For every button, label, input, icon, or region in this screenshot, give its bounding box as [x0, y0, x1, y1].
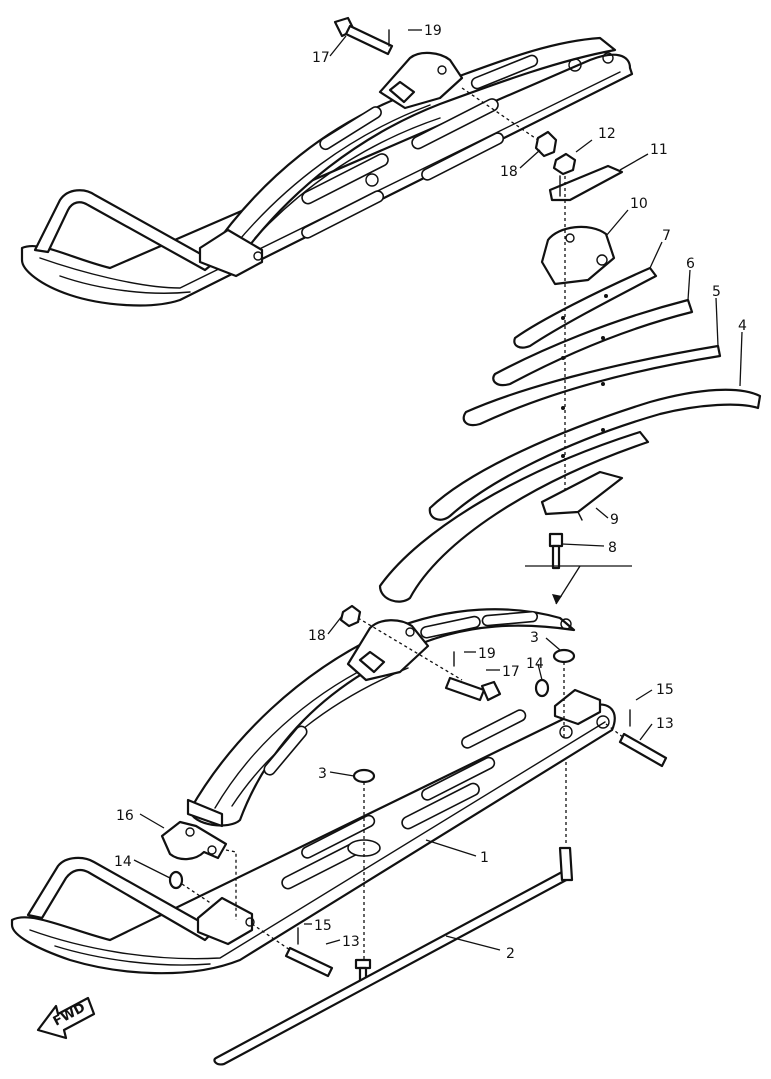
bracket-16 — [160, 820, 228, 861]
leaf-6 — [492, 298, 694, 387]
callout-8: 8 — [608, 540, 617, 556]
callout-6: 6 — [686, 256, 695, 272]
bottom-nut-18 — [339, 604, 362, 628]
callout-labels: 19 17 18 12 11 10 7 6 5 4 9 8 18 3 19 17… — [114, 23, 747, 962]
callout-13-rear: 13 — [656, 716, 674, 732]
bolt-13-rear — [618, 732, 668, 768]
leaf-7 — [513, 266, 658, 349]
bottom-bolt-17 — [444, 676, 502, 702]
callout-17-bottom: 17 — [502, 664, 520, 680]
callout-5: 5 — [712, 284, 721, 300]
clip-11 — [548, 164, 624, 202]
callout-3-mid: 3 — [318, 766, 327, 782]
callout-7: 7 — [662, 228, 671, 244]
callout-15-front: 15 — [314, 918, 332, 934]
bottom-ski-bumper — [26, 856, 217, 942]
plate-9 — [540, 470, 624, 516]
callout-18-top: 18 — [500, 164, 518, 180]
callout-2: 2 — [506, 946, 515, 962]
callout-19-top: 19 — [424, 23, 442, 39]
callout-12: 12 — [598, 126, 616, 142]
top-ski-bumper — [33, 189, 217, 272]
callout-9: 9 — [610, 512, 619, 528]
callout-10: 10 — [630, 196, 648, 212]
leaf-4-main — [428, 388, 762, 521]
callout-11: 11 — [650, 142, 668, 158]
callout-15-rear: 15 — [656, 682, 674, 698]
callout-1: 1 — [480, 850, 489, 866]
washer-14-front — [168, 870, 184, 890]
callout-19-bottom: 19 — [478, 646, 496, 662]
callout-18-bottom: 18 — [308, 628, 326, 644]
bottom-rear-bracket — [553, 688, 602, 726]
nut-12 — [552, 152, 577, 176]
callout-4: 4 — [738, 318, 747, 334]
nut-3-rear — [552, 648, 576, 664]
washer-14-rear — [534, 678, 550, 698]
wear-bar-2 — [213, 870, 572, 1066]
saddle-10 — [540, 225, 616, 286]
bolt-13-front — [284, 946, 334, 978]
callout-13-front: 13 — [342, 934, 360, 950]
top-nut-18 — [534, 130, 558, 158]
fwd-arrow: FWD — [36, 996, 96, 1040]
top-leaf-spring — [208, 36, 617, 260]
spring-stack-exploded — [378, 152, 762, 605]
callout-16: 16 — [116, 808, 134, 824]
nut-3-mid — [352, 768, 376, 784]
leaf-5 — [462, 344, 722, 427]
bottom-front-bracket — [196, 896, 254, 946]
callout-14-front: 14 — [114, 854, 132, 870]
top-front-bracket — [198, 228, 264, 278]
top-bolt-17 — [333, 16, 394, 56]
bottom-ski-assembly — [10, 604, 668, 1066]
bolt-8 — [548, 532, 564, 570]
top-ski-runner — [20, 53, 634, 307]
callout-3-rear: 3 — [530, 630, 539, 646]
leader-lines — [133, 29, 743, 951]
leaf-4-front-curl — [378, 430, 650, 603]
top-ski-assembly — [20, 16, 634, 307]
callout-14-rear: 14 — [526, 656, 544, 672]
callout-17-top: 17 — [312, 50, 330, 66]
